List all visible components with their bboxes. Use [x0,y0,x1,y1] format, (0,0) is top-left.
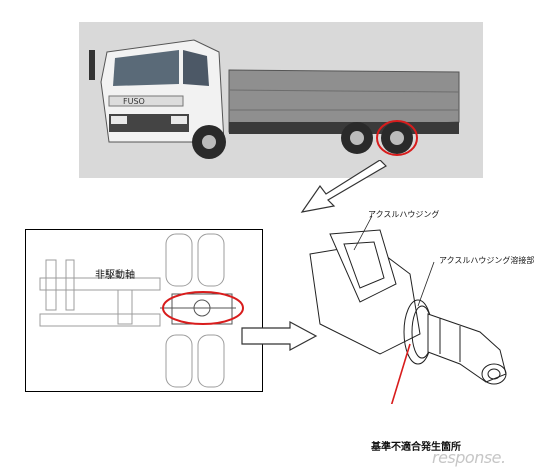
axle-housing-label: アクスルハウジング [368,210,440,219]
axle-housing-weld-label: アクスルハウジング溶接部 [439,256,535,265]
defect-leader-line [390,343,411,404]
axle-schematic-panel: 非駆動軸 [25,229,263,392]
rear-axle-highlight-circle [376,120,418,156]
defect-location-label: 基準不適合発生箇所 [371,442,461,453]
response-watermark: response. [432,448,506,467]
arrow-right-icon [241,320,318,352]
axle-highlight-ellipse [162,291,244,325]
truck-brand: FUSO [123,97,145,106]
arrow-down-left-icon [300,160,387,213]
axle-housing-detail-drawing [309,215,507,404]
truck-illustration: FUSO [89,39,460,159]
truck-photo-panel: FUSO [79,22,483,178]
axle-schematic-drawing [39,233,244,388]
non-drive-axle-label: 非駆動軸 [95,270,135,281]
